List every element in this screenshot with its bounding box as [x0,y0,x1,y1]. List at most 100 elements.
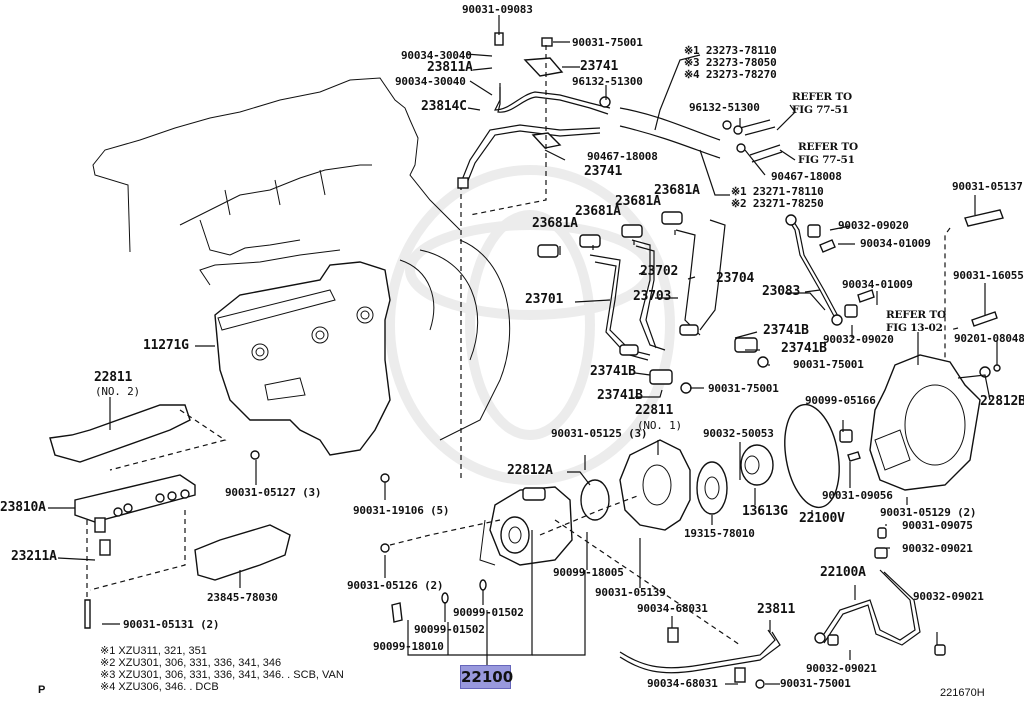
leader-lines [48,15,998,685]
part-label[interactable]: 90032-09021 [902,542,973,555]
part-label[interactable]: 23741B [781,341,827,356]
part-label[interactable]: 23702 [640,264,679,279]
part-label[interactable]: ※1 23273-78110 [684,44,777,57]
part-label[interactable]: 90032-09021 [913,590,984,603]
part-label[interactable]: 23810A [0,500,46,515]
part-label[interactable]: 22100A [820,565,866,580]
part-label[interactable]: 11271G [143,338,189,353]
refer-to-label[interactable]: REFER TO [798,141,858,153]
part-label[interactable]: 90032-50053 [703,427,774,440]
timing-gear-housing [869,354,1001,491]
part-label[interactable]: 23681A [532,216,578,231]
part-label[interactable]: 23681A [615,194,661,209]
part-label[interactable]: 90099-01502 [453,606,524,619]
part-label[interactable]: 90099-18010 [373,640,444,653]
highlighted-part-22100[interactable]: 22100 [460,665,513,689]
part-label[interactable]: 23704 [716,271,755,286]
figure-id: 221670H [940,687,985,699]
part-label[interactable]: 90031-05131 (2) [123,618,220,631]
part-label[interactable]: 90031-75001 [708,382,779,395]
refer-to-label[interactable]: REFER TO [792,91,852,103]
part-label[interactable]: 90031-19106 (5) [353,504,450,517]
part-label[interactable]: 90034-68031 [637,602,708,615]
part-label[interactable]: 22811 [94,370,133,385]
part-label[interactable]: 90031-05139 [595,586,666,599]
part-label[interactable]: 90031-05125 (3) [551,427,648,440]
o-ring [784,403,840,509]
part-label[interactable]: 96132-51300 [689,101,760,114]
part-label[interactable]: 19315-78010 [684,527,755,540]
part-label[interactable]: 90201-08048 [954,332,1024,345]
part-label[interactable]: 90034-01009 [860,237,931,250]
part-label[interactable]: 90031-09075 [902,519,973,532]
common-rail [74,474,196,556]
part-label[interactable]: 90099-01502 [414,623,485,636]
part-label[interactable]: 23741 [580,59,619,74]
part-label[interactable]: ※4 23273-78270 [684,68,777,81]
part-label[interactable]: ※3 23273-78050 [684,56,777,69]
part-label[interactable]: 90031-05129 (2) [880,506,977,519]
part-label[interactable]: 22100V [799,511,845,526]
part-label[interactable]: 90032-09020 [838,219,909,232]
part-label[interactable]: 23701 [525,292,564,307]
part-label[interactable]: 90031-05126 (2) [347,579,444,592]
part-label[interactable]: 13613G [742,504,788,519]
part-label[interactable]: 90034-68031 [647,677,718,690]
part-label[interactable]: 90032-09021 [806,662,877,675]
refer-to-label[interactable]: REFER TO [886,309,946,321]
part-label[interactable]: 96132-51300 [572,75,643,88]
part-label[interactable]: 90467-18008 [587,150,658,163]
part-label[interactable]: 23741 [584,164,623,179]
part-label[interactable]: 90031-75001 [572,36,643,49]
part-label[interactable]: 23811 [757,602,796,617]
gear [696,461,728,515]
part-label[interactable]: 23811A [427,60,473,75]
part-label[interactable]: 23681A [575,204,621,219]
part-label[interactable]: 22811 [635,403,674,418]
cover-plate [194,524,291,581]
injection-pipes [537,211,726,361]
part-label[interactable]: 90034-30040 [401,49,472,62]
part-label[interactable]: 23681A [654,183,700,198]
part-label[interactable]: 23741B [590,364,636,379]
part-label[interactable]: 90467-18008 [771,170,842,183]
part-label[interactable]: 90099-18005 [553,566,624,579]
part-label[interactable]: 90031-75001 [793,358,864,371]
part-label[interactable]: 90031-05137 [952,180,1023,193]
applicability-note: ※1 XZU311, 321, 351 [100,645,207,657]
part-label[interactable]: 23083 [762,284,801,299]
part-label[interactable]: (NO. 2) [95,385,140,398]
part-label[interactable]: 90031-75001 [780,677,851,690]
part-label[interactable]: 23703 [633,289,672,304]
part-label[interactable]: 23741B [597,388,643,403]
part-label[interactable]: ※1 23271-78110 [731,185,824,198]
part-label[interactable]: 23814C [421,99,467,114]
part-label[interactable]: 22812B [980,394,1024,409]
part-label[interactable]: 23211A [11,549,57,564]
oil-pipes [457,32,783,189]
part-label[interactable]: ※2 23271-78250 [731,197,824,210]
part-label[interactable]: 90031-05127 (3) [225,486,322,499]
refer-to-label[interactable]: FIG 77-51 [798,154,855,166]
part-label[interactable]: 90032-09020 [823,333,894,346]
part-label[interactable]: 90031-09083 [462,3,533,16]
part-label[interactable]: 90031-09056 [822,489,893,502]
part-label[interactable]: 90099-05166 [805,394,876,407]
part-label[interactable]: 90034-30040 [395,75,466,88]
part-label[interactable]: (NO. 1) [637,419,682,432]
supply-pump [479,486,573,566]
refer-to-label[interactable]: FIG 77-51 [792,104,849,116]
part-label[interactable]: 90034-01009 [842,278,913,291]
part-label[interactable]: 23845-78030 [207,591,278,604]
refer-to-label[interactable]: FIG 13-02 [886,322,943,334]
applicability-note: ※2 XZU301, 306, 331, 336, 341, 346 [100,657,282,669]
engine-block [92,77,511,456]
part-label[interactable]: 22812A [507,463,553,478]
applicability-note: ※3 XZU301, 306, 331, 336, 341, 346. . SC… [100,669,344,681]
part-label[interactable]: 90031-16055 [953,269,1024,282]
page-marker: P [38,684,46,696]
part-label[interactable]: 23741B [763,323,809,338]
applicability-note: ※4 XZU306, 346. . DCB [100,681,219,693]
